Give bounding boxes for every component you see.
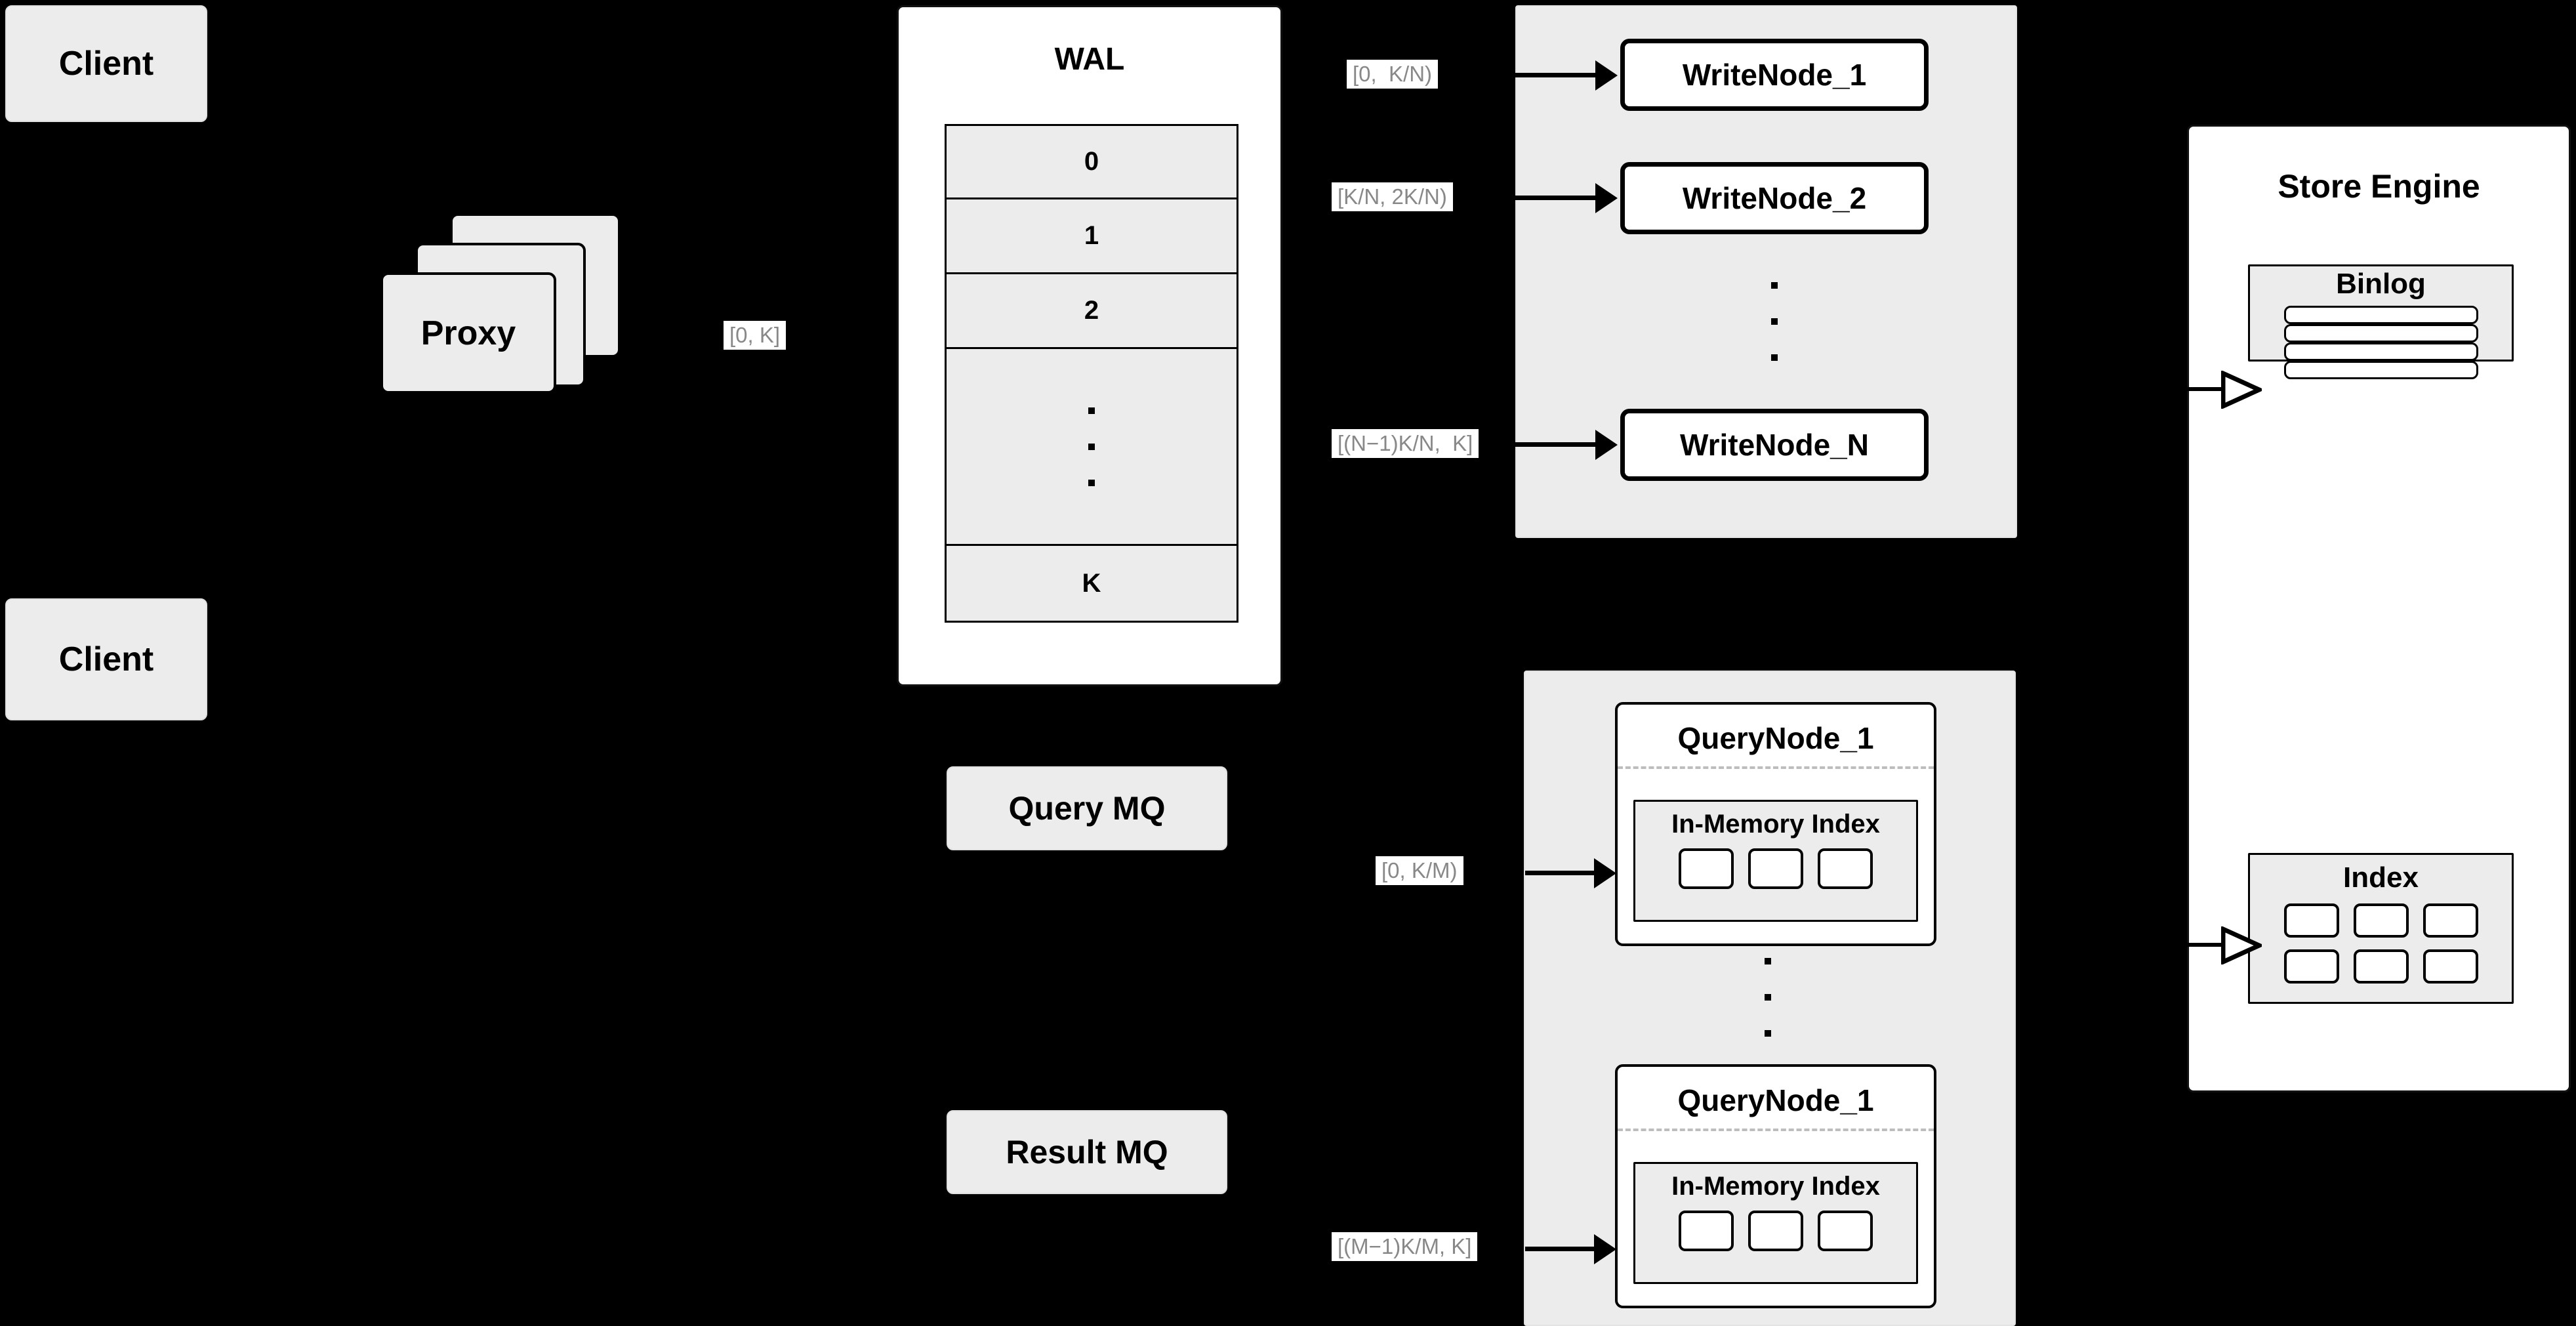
write-node-n-range-label: [(N−1)K/N, K] — [1332, 429, 1479, 459]
client-top-label: Client — [58, 45, 154, 83]
binlog-panel: Binlog — [2248, 264, 2514, 379]
arrow-line-to-write-node-1 — [1512, 73, 1597, 77]
query-node-2-index-title: In-Memory Index — [1671, 1172, 1880, 1201]
wal-cell[interactable]: K — [947, 546, 1237, 621]
arrow-head-to-query-node-2 — [1594, 1234, 1616, 1264]
index-chip[interactable] — [1679, 1211, 1734, 1251]
query-node-1-index-panel: In-Memory Index — [1633, 800, 1918, 922]
binlog-bar[interactable] — [2283, 361, 2478, 379]
proxy-label: Proxy — [420, 314, 516, 352]
proxy-range-label: [0, K] — [724, 321, 787, 350]
wal-cell[interactable]: 2 — [947, 274, 1237, 349]
write-node-1-range-label: [0, K/N) — [1347, 60, 1439, 89]
query-node-2-divider — [1618, 1129, 1934, 1131]
write-node-2-range-label: [K/N, 2K/N) — [1332, 182, 1453, 212]
binlog-bar[interactable] — [2283, 342, 2478, 361]
arrow-line-to-query-node-2 — [1525, 1247, 1597, 1251]
store-index-chip[interactable] — [2353, 949, 2409, 984]
client-bottom-label: Client — [58, 640, 154, 678]
proxy-range-text: [0, K] — [729, 323, 781, 347]
query-node-1-divider — [1618, 766, 1934, 769]
write-node-n-label: WriteNode_N — [1680, 428, 1869, 462]
arrow-line-to-write-node-n — [1512, 442, 1597, 447]
write-node-1-label: WriteNode_1 — [1682, 58, 1867, 92]
query-node-1-index-title: In-Memory Index — [1671, 810, 1880, 839]
write-node-n[interactable]: WriteNode_N — [1620, 409, 1929, 481]
result-mq-label: Result MQ — [1006, 1134, 1168, 1171]
wal-title: WAL — [1054, 42, 1125, 77]
arrow-head-to-write-node-1 — [1595, 60, 1618, 91]
store-index-chip[interactable] — [2423, 949, 2478, 984]
binlog-bar[interactable] — [2283, 306, 2478, 324]
query-mq-node[interactable]: Query MQ — [947, 766, 1227, 850]
arrow-line-to-query-node-1 — [1525, 871, 1597, 875]
arrow-head-open-to-binlog — [2221, 371, 2262, 409]
query-node-2-label: QueryNode_1 — [1677, 1083, 1874, 1117]
write-node-1[interactable]: WriteNode_1 — [1620, 39, 1929, 111]
query-node-1[interactable]: QueryNode_1 In-Memory Index — [1615, 702, 1936, 946]
client-node-top[interactable]: Client — [5, 5, 207, 122]
store-engine-panel: Store Engine Binlog Index — [2187, 125, 2571, 1092]
wal-vertical-ellipsis-icon — [1088, 407, 1095, 486]
arrow-head-to-write-node-2 — [1595, 183, 1618, 213]
binlog-bar[interactable] — [2283, 324, 2478, 342]
query-node-2[interactable]: QueryNode_1 In-Memory Index — [1615, 1064, 1936, 1308]
store-index-chip[interactable] — [2423, 903, 2478, 938]
write-node-2[interactable]: WriteNode_2 — [1620, 162, 1929, 234]
wal-cell-stack: 0 1 2 K — [945, 124, 1238, 623]
write-node-group-ellipsis-icon — [1771, 282, 1778, 361]
write-node-2-label: WriteNode_2 — [1682, 181, 1867, 215]
result-mq-node[interactable]: Result MQ — [947, 1110, 1227, 1194]
arrow-head-open-to-store-index — [2221, 926, 2262, 964]
proxy-stack[interactable]: Proxy — [380, 213, 663, 430]
index-chip[interactable] — [1818, 848, 1873, 889]
wal-cell[interactable]: 1 — [947, 199, 1237, 274]
client-node-bottom[interactable]: Client — [5, 598, 207, 720]
index-chip[interactable] — [1679, 848, 1734, 889]
arrow-line-to-store-index — [2183, 943, 2224, 947]
index-chip[interactable] — [1748, 1211, 1803, 1251]
wal-cell[interactable]: 0 — [947, 126, 1237, 199]
query-node-1-label: QueryNode_1 — [1677, 721, 1874, 755]
store-index-chip[interactable] — [2283, 949, 2339, 984]
store-index-panel: Index — [2248, 853, 2514, 1004]
arrow-head-to-write-node-n — [1595, 430, 1618, 460]
arrow-line-to-write-node-2 — [1512, 196, 1597, 200]
store-engine-title: Store Engine — [2278, 168, 2480, 205]
binlog-title: Binlog — [2336, 268, 2426, 300]
store-index-title: Index — [2343, 861, 2419, 894]
store-index-chip[interactable] — [2283, 903, 2339, 938]
query-node-group-ellipsis-icon — [1765, 958, 1771, 1037]
index-chip[interactable] — [1818, 1211, 1873, 1251]
index-chip[interactable] — [1748, 848, 1803, 889]
store-index-chip[interactable] — [2353, 903, 2409, 938]
query-mq-label: Query MQ — [1008, 790, 1166, 827]
arrow-head-to-query-node-1 — [1594, 858, 1616, 888]
query-node-2-range-label: [(M−1)K/M, K] — [1332, 1232, 1478, 1262]
query-node-1-range-label: [0, K/M) — [1376, 856, 1463, 886]
proxy-stack-card-front[interactable]: Proxy — [380, 272, 556, 394]
query-node-2-index-panel: In-Memory Index — [1633, 1162, 1918, 1284]
arrow-line-to-binlog — [2183, 387, 2224, 391]
wal-cell-ellipsis — [947, 349, 1237, 546]
wal-panel: WAL 0 1 2 K — [897, 5, 1282, 686]
